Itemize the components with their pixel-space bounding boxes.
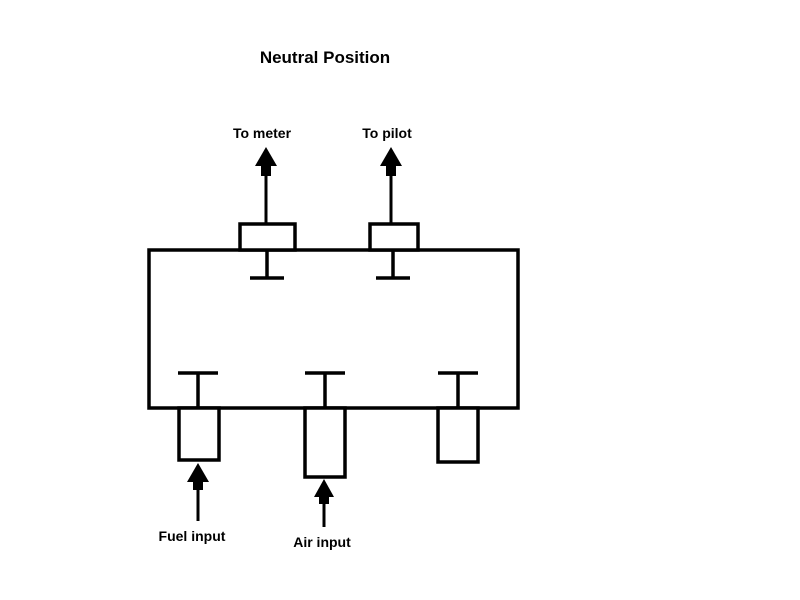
to-meter-port-box [238, 222, 297, 252]
top-port-to-meter: To meter [233, 125, 297, 280]
bottom-port-unlabeled [436, 371, 480, 464]
bottom-port-air-input: Air input [293, 371, 351, 550]
air-input-label: Air input [293, 534, 351, 550]
to-pilot-label: To pilot [362, 125, 412, 141]
page-title: Neutral Position [260, 48, 390, 67]
bottom-port-fuel-input: Fuel input [159, 371, 226, 544]
unlabeled-port-box [436, 406, 480, 464]
to-pilot-port-box [368, 222, 420, 252]
to-meter-arrow-stub [261, 158, 271, 176]
fuel-input-arrow-head [187, 463, 209, 482]
to-pilot-arrow-stub [386, 158, 396, 176]
to-meter-label: To meter [233, 125, 292, 141]
to-pilot-arrow-head [380, 147, 402, 166]
fuel-input-label: Fuel input [159, 528, 226, 544]
air-input-arrow-head [314, 479, 334, 497]
valve-body [147, 248, 520, 410]
air-input-port-box [303, 406, 347, 479]
fuel-input-port-box [177, 406, 221, 462]
to-meter-arrow-head [255, 147, 277, 166]
top-port-to-pilot: To pilot [362, 125, 420, 280]
